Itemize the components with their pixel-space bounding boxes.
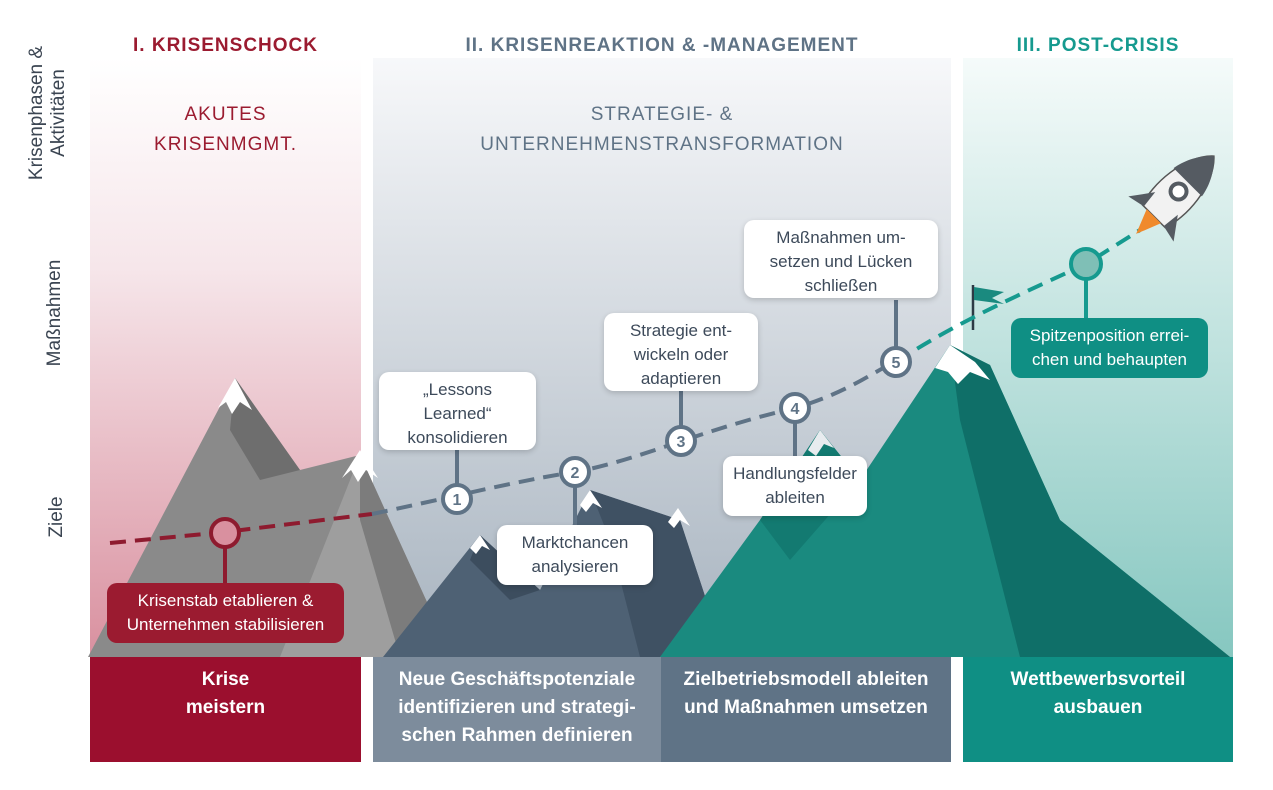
axis-label-goals: Ziele — [46, 496, 67, 538]
flag — [974, 287, 1004, 304]
step-5-label: Maßnahmen um- setzen und Lücken schließe… — [744, 220, 938, 298]
step-2-label: Marktchancen analysieren — [497, 525, 653, 585]
step-4-label: Handlungsfelder ableiten — [723, 456, 867, 516]
phase-subtitle-1: AKUTES KRISENMGMT. — [154, 104, 297, 155]
axis-label-activities: Krisenphasen & Aktivitäten — [26, 45, 69, 181]
phase-subtitle-2: STRATEGIE- & UNTERNEHMENSTRANSFORMATION — [480, 104, 844, 155]
step-1-label: „Lessons Learned“ konsolidieren — [379, 372, 536, 450]
milestone-crisis-label: Krisenstab etablieren & Unternehmen stab… — [107, 583, 344, 643]
phase-title-3: III. POST-CRISIS — [1016, 35, 1180, 56]
goal-4: Wettbewerbsvorteil ausbauen — [963, 657, 1233, 762]
goal-2: Neue Geschäftspotenziale identifizieren … — [373, 657, 661, 762]
phase-title-1: I. KRISENSCHOCK — [133, 35, 318, 56]
milestone-top-label: Spitzenposition errei- chen und behaupte… — [1011, 318, 1208, 378]
step-3-label: Strategie ent- wickeln oder adaptieren — [604, 313, 758, 391]
goal-1: Krise meistern — [90, 657, 361, 762]
goal-3: Zielbetriebsmodell ableiten und Maßnahme… — [661, 657, 951, 762]
axis-label-measures: Maßnahmen — [44, 259, 65, 367]
phase-title-2: II. KRISENREAKTION & -MANAGEMENT — [465, 35, 859, 56]
rocket-icon — [1128, 155, 1215, 242]
